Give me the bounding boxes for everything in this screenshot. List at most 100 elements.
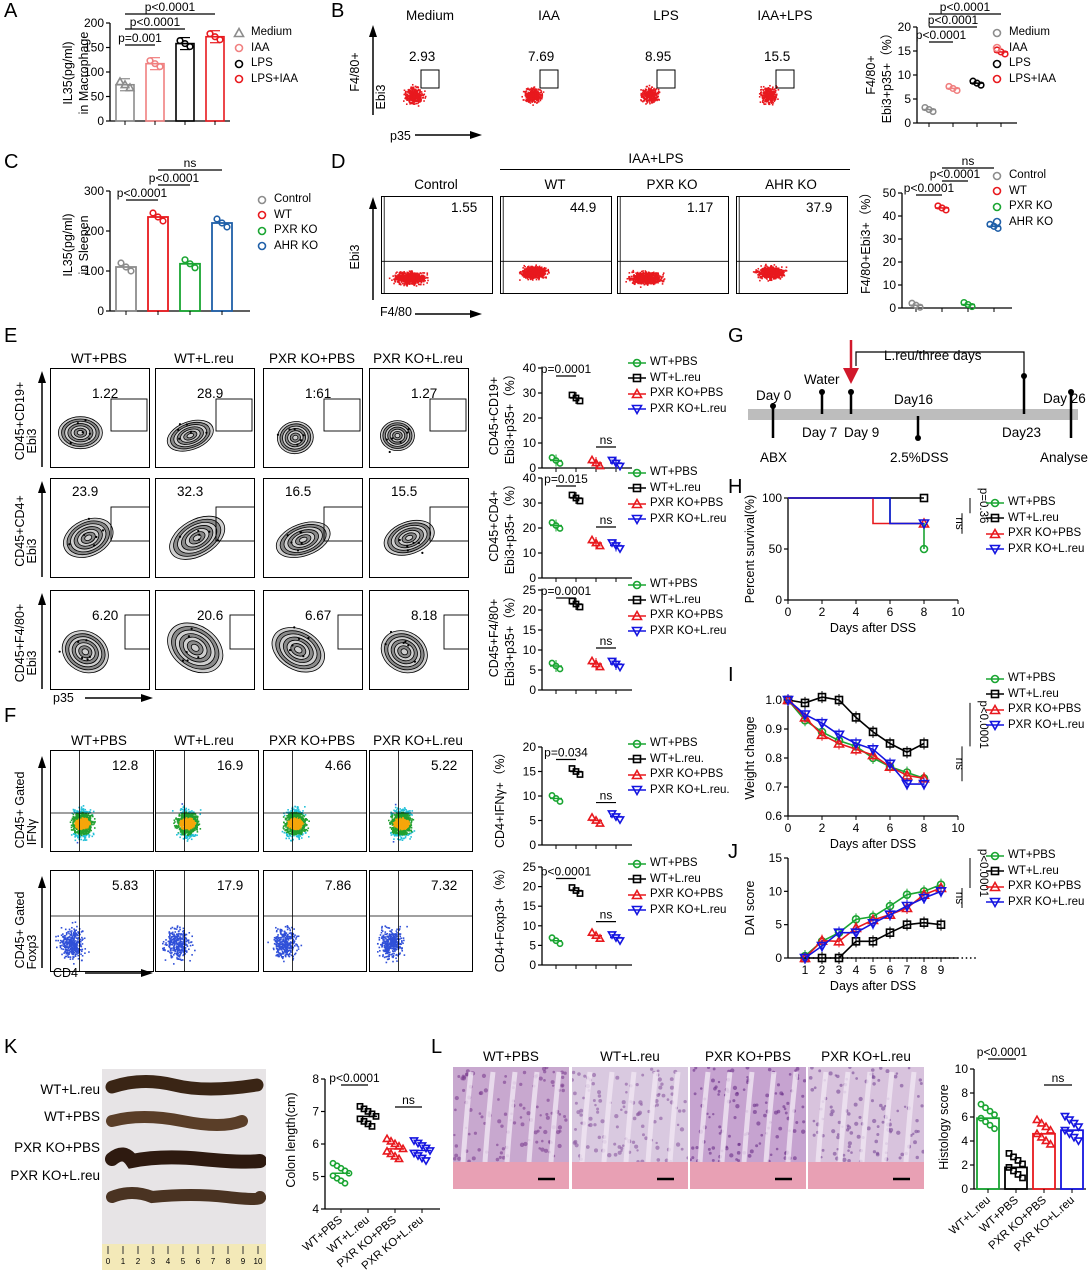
panel-f-sig-a-label: p=0.034 [544,746,588,760]
panel-c-point [218,219,226,227]
panelH-ytick-label: 100 [762,491,782,505]
panel-l-point [1005,1150,1013,1157]
panel-f-flow-r0-c0 [50,750,154,852]
panel-e-gate-value: 6.20 [92,608,119,623]
panel-e-sig-b-label: ns [600,433,613,447]
ruler-tick: 6 [196,1257,201,1266]
panelH-xtick: 2 [819,605,826,619]
ruler-tick: 0 [106,1257,111,1266]
panel-f-point [576,890,584,897]
panelJ-ytick-label: 5 [775,918,782,932]
panel-f-row-label: CD45+ Gated [13,892,27,969]
panelI-point [816,728,828,740]
panel-e-legend-1-symbol [628,514,646,526]
panelI-ytick-label: 1.0 [765,693,782,707]
panel-e-legend-1-text: PXR KO+PBS [650,497,724,509]
panel-d-title-2: PXR KO [646,177,698,192]
panel-d-flow-3-dots [737,197,847,293]
panelH-series-line [788,497,924,525]
panelI-xtick: 6 [887,821,894,835]
panelH-legend-text: PXR KO+L.reu [1008,542,1085,555]
panel-b-ylabel-1: F4/80+ [864,55,878,94]
panel-d-sig-1-label: ns [962,154,975,168]
panel-a-chart: IL35(pg/ml)in Macrophage050100150200p<0.… [61,0,230,128]
panel-a-ylabel-1: IL35(pg/ml) [61,41,75,104]
panel-e-point [587,534,597,544]
panel-e-point [615,663,625,673]
panel-f-legend-1-symbol [628,859,646,869]
panel-f-xaxis: CD4 [53,966,153,980]
panel-e-row-yaxis-0: Ebi3 [25,428,39,453]
panelH-ytick-label: 0 [775,593,782,607]
panelH-point [918,519,930,530]
panelJ-xtick: 8 [921,963,928,977]
panel-e-legend-2-marker [631,609,643,621]
panel-e-row-label-0: CD45+CD19+ [13,382,27,461]
panel-f-legend-1-text: PXR KO+L.reu [650,903,727,916]
label-day9: Day 9 [844,425,879,440]
timeline-bar [748,409,1078,420]
panel-e-0-ytick-label: 0 [529,461,536,475]
panel-f-legend-0-item: PXR KO+PBS [628,767,730,783]
panel-f-0-ytick-label: 10 [523,789,537,803]
panel-a-point [186,42,194,51]
panel-a-point [211,33,219,41]
panel-b-gate-value-1: 7.69 [528,49,555,64]
panel-f-title-2: PXR KO+PBS [269,733,355,748]
panelH-legend-marker [989,527,1001,539]
panelH-legend-item: WT+PBS [986,495,1084,511]
panel-e-sig-a-label: p=0.015 [544,472,588,486]
panel-b-sig-1-label: p<0.0001 [940,0,991,14]
panel-b-legend-item: IAA [990,41,1056,57]
panel-c-point [149,209,157,217]
panel-b-legend-item: Medium [990,25,1056,41]
panel-f-chart-ylabel: CD4+IFNγ+（%） [493,746,507,848]
panel-e-row-label-2: CD45+F4/80+ [13,604,27,683]
panel-f-flow-r1-c0 [50,870,154,972]
panel-a-legend-text: LPS+IAA [251,72,298,85]
panel-e-xaxis: p35 [53,691,153,705]
panel-e-chart-ylabel-1: CD45+CD19+ [487,377,501,456]
panel-k-ytick-label: 5 [312,1170,319,1184]
panel-e-rowaxis-1: CD45+CD4+Ebi3 [13,481,46,577]
panel-d-ytick-label: 20 [883,255,897,269]
panel-f-1-ytick-label: 5 [529,938,536,952]
panelI-point [800,698,810,708]
panel-d-title-0: Control [414,177,458,192]
panel-e-contour-r2-c2-contours [271,614,362,673]
panel-k-point [386,1136,396,1145]
panelJ-ytick-label: 15 [769,851,783,865]
label-day23: Day23 [1002,425,1041,440]
panel-e-title-1: WT+L.reu [174,351,234,366]
label-day0: Day 0 [756,388,791,403]
panel-e-legend-2-symbol [628,609,646,621]
panelI-xtick: 2 [819,821,826,835]
panel-e-legend-0-text: PXR KO+L.reu [650,402,727,415]
panelJ-legend-item: WT+L.reu [986,864,1084,880]
panel-e-point [591,457,601,467]
panel-e-gate-value: 28.9 [197,386,224,401]
panel-e-row-yaxis-2: Ebi3 [25,650,39,675]
panelI-xtick: 0 [785,821,792,835]
panel-l-point [982,1118,989,1126]
panel-c-ytick-label: 100 [84,264,104,278]
panel-d-legend-marker [992,217,1002,227]
panel-e-point [587,655,597,665]
panel-f-1-ytick-label: 15 [523,899,537,913]
panel-f-legend-0-marker [632,739,642,749]
panel-f-flow-r0-c3 [369,750,473,852]
panel-c-legend-item: WT [255,208,318,224]
panel-a-ytick-label: 150 [84,41,104,55]
panel-e-legend-2-marker [632,580,642,590]
panel-l-point [1014,1157,1022,1164]
panel-f-point [615,816,625,825]
panelI-point [833,737,845,748]
panel-e-point [576,603,584,611]
panel-f-title-0: WT+PBS [71,733,127,748]
panelJ-legend-item: PXR KO+L.reu [986,895,1084,911]
panel-k-sig-2-label: ns [402,1093,415,1107]
